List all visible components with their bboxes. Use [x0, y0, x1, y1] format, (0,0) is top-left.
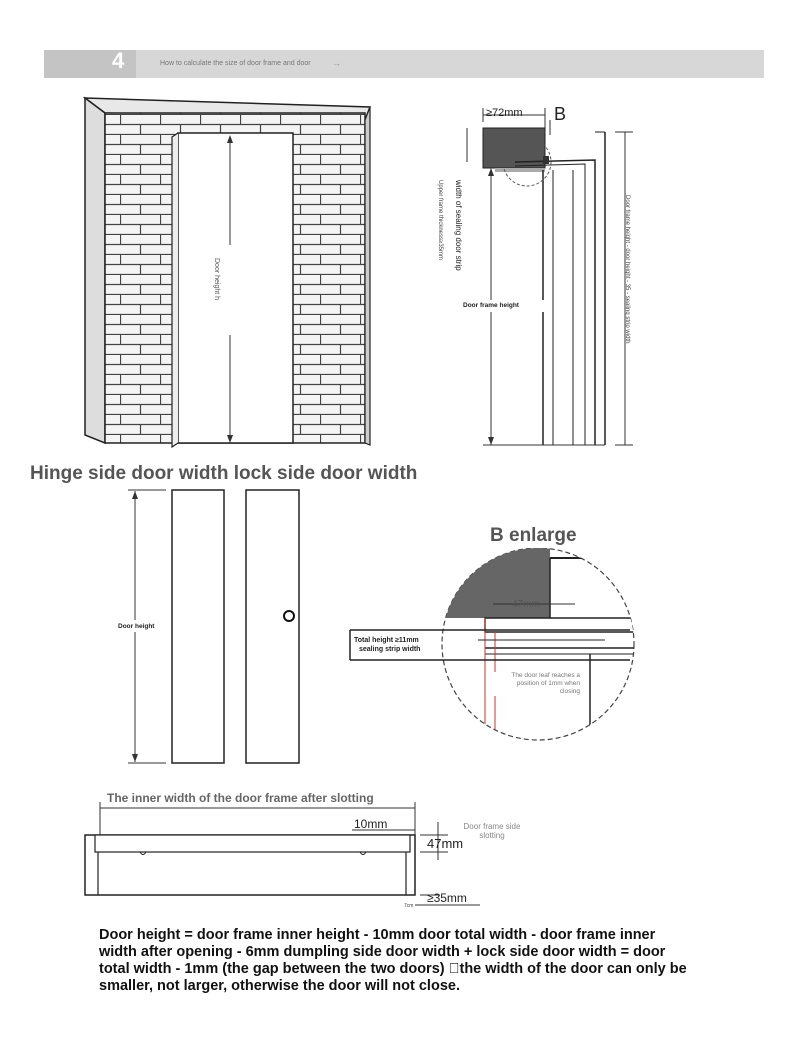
slot-diagram	[84, 802, 480, 906]
side-label-line: Door frame side	[463, 822, 521, 831]
header-title: How to calculate the size of door frame …	[160, 60, 311, 67]
frame-section-diagram	[460, 108, 633, 446]
dim-72mm: ≥72mm	[486, 107, 523, 119]
section-number: 4	[112, 48, 125, 73]
door-height-label-2: Door height	[118, 623, 155, 630]
arrow-icon: →	[332, 58, 341, 68]
right-dimension-label: Door frame height - door height - 35 - s…	[624, 195, 630, 344]
side-label-line: slotting	[479, 831, 505, 840]
frame-side-slotting-label: Door frame side slotting	[456, 822, 528, 840]
door-leaf-note: The door leaf reaches a position of 1mm …	[488, 672, 580, 696]
door-height-label: Door height h	[213, 258, 220, 301]
dim-10mm: 10mm	[354, 817, 388, 831]
sealing-strip-width-label: sealing strip width	[359, 646, 421, 653]
brick-wall-diagram	[82, 96, 372, 449]
note-line: position of 1mm when	[516, 680, 580, 687]
header-bar	[44, 50, 764, 78]
dim-47mm-slot: 47mm	[427, 836, 464, 851]
formula-text: Door height = door frame inner height - …	[99, 927, 687, 994]
hinge-section-title: Hinge side door width lock side door wid…	[30, 463, 418, 484]
small-dim-label: 7cm	[404, 903, 414, 909]
dim-47mm-enlarge: 47mm	[512, 599, 540, 610]
sealing-strip-label: width of sealing door strip	[454, 180, 463, 271]
slot-title: The inner width of the door frame after …	[107, 791, 374, 805]
note-line: The door leaf reaches a	[511, 672, 580, 679]
dim-35mm: ≥35mm	[427, 891, 467, 905]
door-leaves-diagram	[115, 489, 300, 764]
header-number-box	[44, 50, 136, 78]
upper-frame-label: Upper frame thickness≥35mm	[437, 180, 443, 260]
label-b: B	[554, 104, 567, 124]
note-line: closing	[559, 688, 580, 695]
enlarge-detail-diagram	[349, 548, 635, 741]
total-height-label: Total height ≥11mm	[354, 637, 419, 644]
enlarge-title: B enlarge	[490, 525, 577, 546]
frame-height-label: Door frame height	[463, 302, 519, 309]
